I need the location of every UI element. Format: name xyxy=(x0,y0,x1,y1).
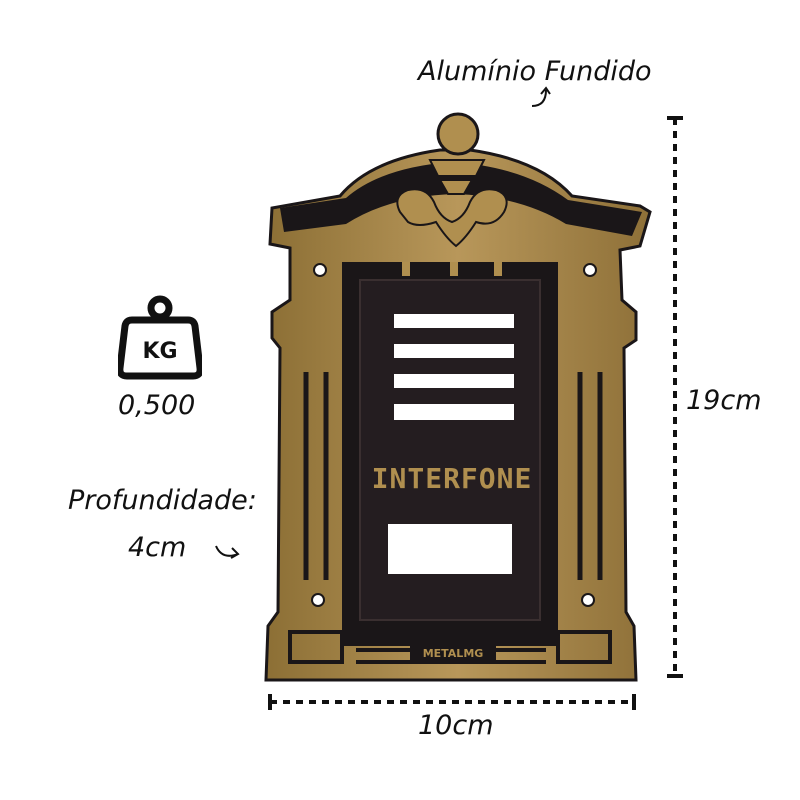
curved-arrow-icon xyxy=(215,545,240,559)
panel-text: INTERFONE xyxy=(372,462,533,495)
width-label: 10cm xyxy=(418,710,494,741)
button-window xyxy=(388,524,512,574)
width-dimension-line xyxy=(268,694,636,710)
weight-icon-label: KG xyxy=(142,339,177,364)
weight-icon: KG xyxy=(118,295,202,380)
finial xyxy=(436,112,480,156)
depth-title: Profundidade: xyxy=(68,485,257,516)
speaker-slots xyxy=(394,314,514,420)
height-dimension-line xyxy=(667,116,683,678)
weight-value: 0,500 xyxy=(118,390,196,421)
left-column xyxy=(303,372,329,580)
brand-plate xyxy=(410,640,496,664)
screw-holes xyxy=(311,263,597,607)
depth-value: 4cm xyxy=(128,532,187,563)
material-label: Alumínio Fundido xyxy=(418,56,652,87)
ornament xyxy=(396,159,508,248)
brand-mark: METALMG xyxy=(423,647,484,660)
height-label: 19cm xyxy=(686,385,762,416)
curved-arrow-icon xyxy=(531,86,551,107)
right-column xyxy=(577,372,603,580)
